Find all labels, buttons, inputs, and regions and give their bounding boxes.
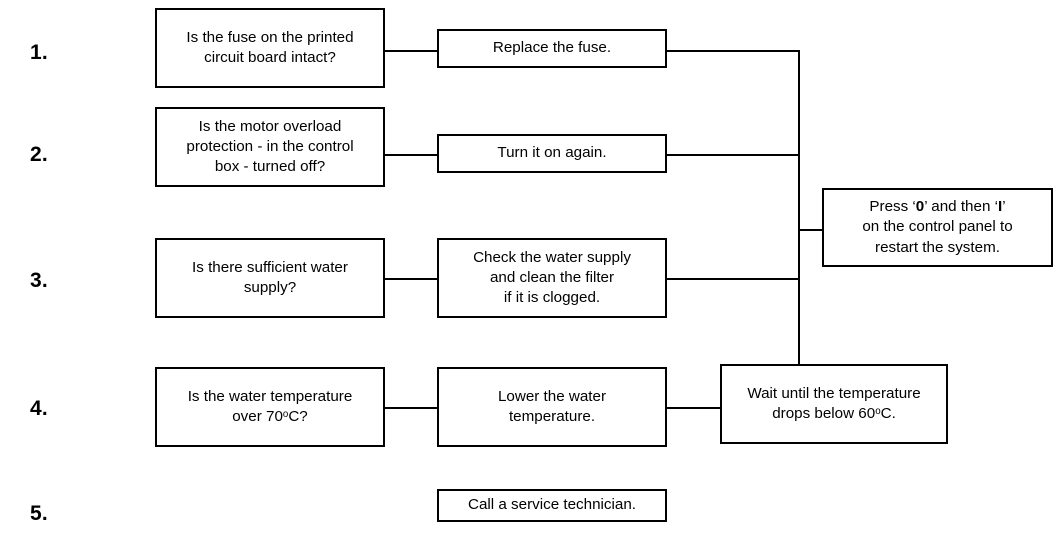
connector-filter-to-trunk bbox=[667, 278, 800, 280]
node-replace-fuse[interactable]: Replace the fuse. bbox=[437, 29, 667, 68]
step-number-4: 4. bbox=[30, 397, 48, 420]
connector-turnon-to-trunk bbox=[667, 154, 800, 156]
degree-symbol-icon: o bbox=[875, 405, 881, 417]
step-number-3: 3. bbox=[30, 269, 48, 292]
connector-vertical-trunk bbox=[798, 50, 800, 367]
node-wait-temperature-drop-label: Wait until the temperature drops below 60… bbox=[747, 384, 920, 424]
node-wait-line2-post: C. bbox=[880, 405, 896, 422]
node-restart-line1-mid: ’ and then ‘ bbox=[924, 198, 998, 216]
node-restart-line1-post: ’ bbox=[1002, 198, 1006, 216]
node-restart-line3: restart the system. bbox=[875, 238, 1000, 256]
step-number-1: 1. bbox=[30, 41, 48, 64]
node-call-technician-label: Call a service technician. bbox=[468, 496, 636, 514]
degree-symbol-icon: o bbox=[282, 408, 289, 420]
node-check-fuse[interactable]: Is the fuse on the printed circuit board… bbox=[155, 8, 385, 88]
connector-replace-to-trunk bbox=[667, 50, 800, 52]
node-clean-filter-label: Check the water supply and clean the fil… bbox=[473, 248, 631, 307]
node-turn-on-again-label: Turn it on again. bbox=[497, 144, 607, 162]
connector-temperature-to-lower bbox=[385, 407, 437, 409]
connector-motor-to-turnon bbox=[385, 154, 437, 156]
restart-key-on-label: I bbox=[998, 198, 1003, 216]
node-call-technician[interactable]: Call a service technician. bbox=[437, 489, 667, 522]
connector-trunk-to-restart bbox=[798, 229, 824, 231]
step-number-5: 5. bbox=[30, 502, 48, 525]
node-wait-line2-pre: drops below 60 bbox=[772, 405, 876, 422]
node-check-water-temperature-line2-pre: over 70 bbox=[232, 408, 283, 425]
restart-key-off-label: 0 bbox=[915, 198, 925, 216]
node-restart-system[interactable]: Press ‘0’ and then ‘I’ on the control pan… bbox=[822, 188, 1053, 267]
node-check-water-temperature-line1: Is the water temperature bbox=[187, 387, 353, 405]
node-clean-filter[interactable]: Check the water supply and clean the fil… bbox=[437, 238, 667, 318]
node-check-water-supply[interactable]: Is there sufficient water supply? bbox=[155, 238, 385, 318]
connector-fuse-to-replace bbox=[385, 50, 437, 52]
connector-supply-to-filter bbox=[385, 278, 437, 280]
node-lower-temperature[interactable]: Lower the water temperature. bbox=[437, 367, 667, 447]
node-lower-temperature-label: Lower the water temperature. bbox=[497, 387, 607, 425]
node-restart-system-label: Press ‘0’ and then ‘I’ on the control pan… bbox=[862, 197, 1012, 257]
node-replace-fuse-label: Replace the fuse. bbox=[492, 39, 612, 57]
node-turn-on-again[interactable]: Turn it on again. bbox=[437, 134, 667, 173]
node-restart-line1-pre: Press ‘ bbox=[869, 198, 916, 216]
node-wait-temperature-drop[interactable]: Wait until the temperature drops below 60… bbox=[720, 364, 948, 444]
node-check-motor-overload[interactable]: Is the motor overload protection - in th… bbox=[155, 107, 385, 187]
node-check-water-temperature-line2-post: C? bbox=[288, 408, 308, 425]
node-check-motor-overload-label: Is the motor overload protection - in th… bbox=[186, 117, 354, 176]
node-check-fuse-label: Is the fuse on the printed circuit board… bbox=[186, 28, 354, 66]
node-check-water-temperature-label: Is the water temperature over 70oC? bbox=[188, 387, 353, 427]
step-number-2: 2. bbox=[30, 143, 48, 166]
node-wait-line1: Wait until the temperature bbox=[747, 384, 921, 402]
node-check-water-temperature[interactable]: Is the water temperature over 70oC? bbox=[155, 367, 385, 447]
node-check-water-supply-label: Is there sufficient water supply? bbox=[192, 258, 348, 296]
connector-lower-to-wait bbox=[667, 407, 720, 409]
node-restart-line2: on the control panel to bbox=[862, 218, 1013, 236]
